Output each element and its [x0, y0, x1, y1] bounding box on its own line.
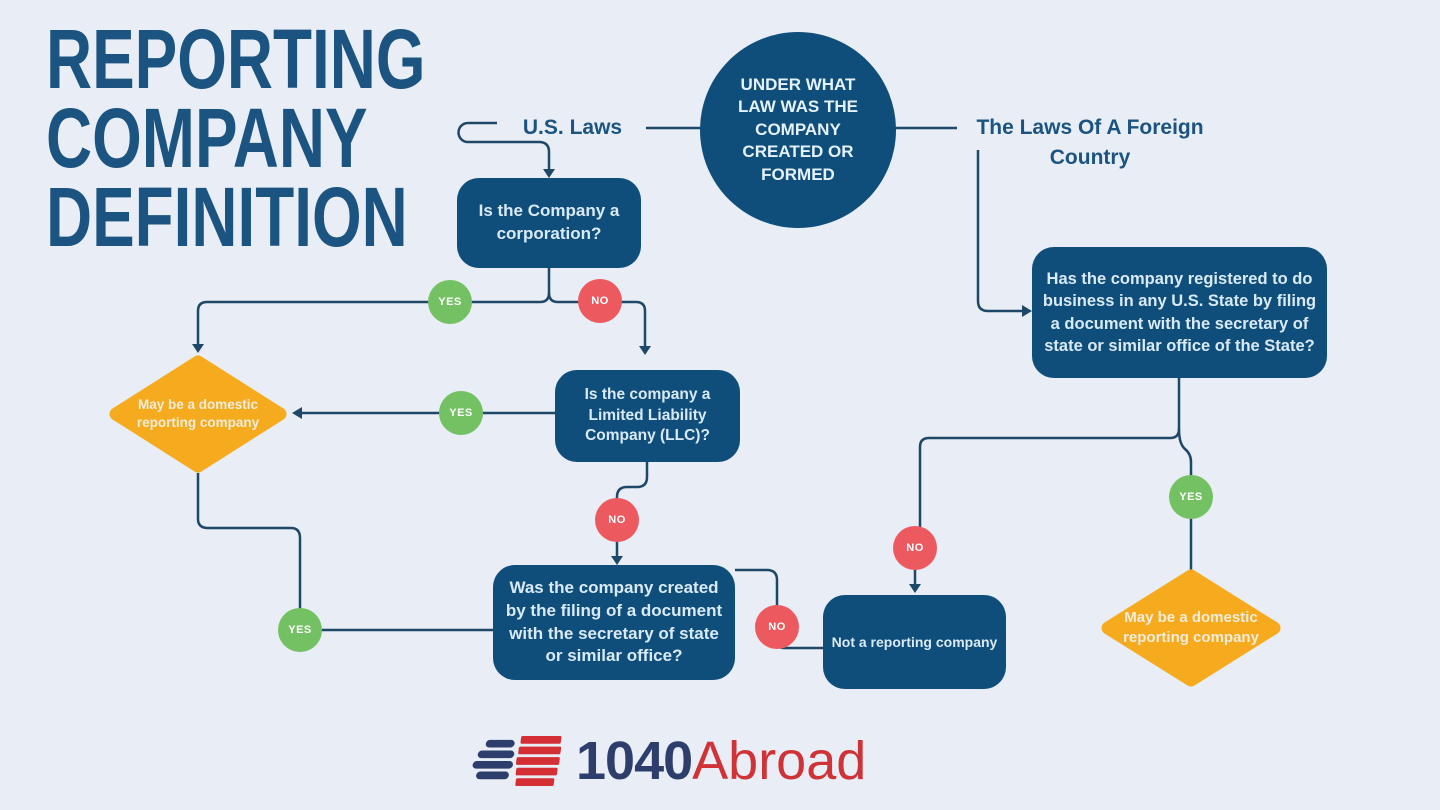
- node-not-reporting-text: Not a reporting company: [831, 633, 998, 650]
- node-corporation-question: Is the Company a corporation?: [457, 178, 641, 268]
- yes-badge-filing: YES: [278, 608, 322, 652]
- brand-word: Abroad: [692, 731, 867, 791]
- root-question-circle: UNDER WHAT LAW WAS THE COMPANY CREATED O…: [700, 32, 896, 228]
- node-not-reporting-company: Not a reporting company: [823, 595, 1006, 689]
- title-line-3: DEFINITION: [46, 170, 408, 264]
- outcome-domestic-left-text: May be a domestic reporting company: [136, 396, 260, 430]
- branch-label-us-laws: U.S. Laws: [522, 116, 623, 139]
- brand-logo: 1040Abroad: [468, 731, 866, 791]
- root-question-text: UNDER WHAT LAW WAS THE COMPANY CREATED O…: [738, 74, 858, 184]
- node-filing-question: Was the company created by the filing of…: [493, 565, 735, 680]
- outcome-domestic-reporting-right: May be a domestic reporting company: [1100, 569, 1282, 687]
- outcome-domestic-right-text: May be a domestic reporting company: [1123, 608, 1259, 646]
- yes-badge-corporation: YES: [428, 280, 472, 324]
- title-line-1: REPORTING: [46, 12, 426, 106]
- node-filing-text: Was the company created by the filing of…: [505, 577, 723, 666]
- outcome-domestic-reporting-left: May be a domestic reporting company: [108, 355, 288, 473]
- flag-icon: [472, 736, 562, 786]
- brand-wordmark: 1040Abroad: [576, 731, 866, 791]
- node-registered-text: Has the company registered to do busines…: [1042, 269, 1317, 355]
- no-badge-filing: NO: [755, 605, 799, 649]
- no-badge-llc: NO: [595, 498, 639, 542]
- branch-label-foreign-country: The Laws Of A Foreign Country: [976, 116, 1204, 170]
- diamond-shape: [1101, 569, 1281, 687]
- node-registered-question: Has the company registered to do busines…: [1032, 247, 1327, 378]
- node-corporation-text: Is the Company a corporation?: [478, 201, 620, 243]
- page-title: REPORTING COMPANY DEFINITION: [46, 12, 426, 264]
- brand-number: 1040: [576, 731, 693, 791]
- no-badge-registered: NO: [893, 526, 937, 570]
- no-badge-corporation: NO: [578, 279, 622, 323]
- title-line-2: COMPANY: [46, 91, 368, 185]
- yes-badge-registered: YES: [1169, 475, 1213, 519]
- diamond-shape: [109, 355, 287, 473]
- yes-badge-llc: YES: [439, 391, 483, 435]
- node-llc-text: Is the company a Limited Liability Compa…: [584, 385, 711, 445]
- node-llc-question: Is the company a Limited Liability Compa…: [555, 370, 740, 462]
